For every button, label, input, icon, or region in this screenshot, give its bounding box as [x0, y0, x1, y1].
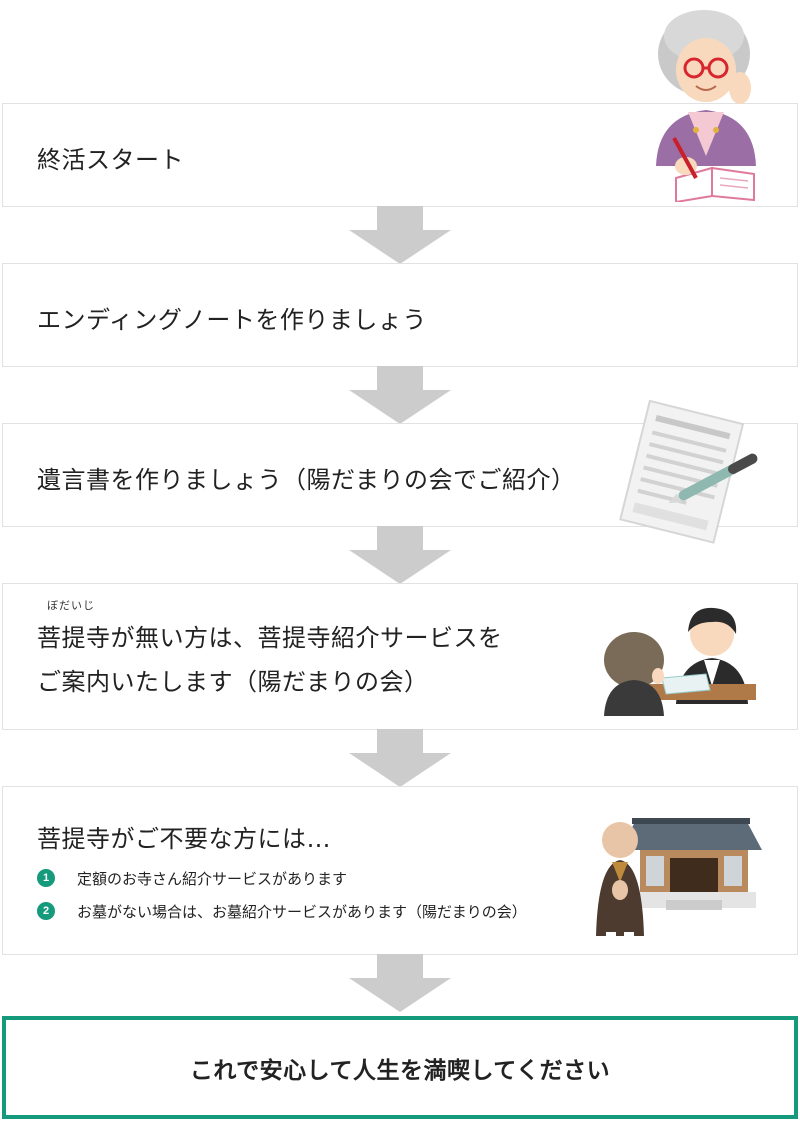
final-message-box: これで安心して人生を満喫してください	[2, 1016, 798, 1119]
monk-temple-icon	[596, 818, 762, 938]
step-will-label: 遺言書を作りましょう（陽だまりの会でご紹介）	[37, 466, 576, 494]
document-pen-icon	[619, 399, 758, 544]
list-item-text: 定額のお寺さん紹介サービスがあります	[77, 869, 348, 888]
step-family-temple: ぼだいじ 菩提寺が無い方は、菩提寺紹介サービスを ご案内いたします（陽だまりの会…	[2, 583, 798, 730]
list-item: 1 定額のお寺さん紹介サービスがあります	[37, 867, 347, 889]
step-ending-note: エンディングノートを作りましょう	[2, 263, 798, 367]
step-start-label: 終活スタート	[37, 146, 184, 174]
step-family-temple-line1: 菩提寺が無い方は、菩提寺紹介サービスを	[37, 624, 503, 652]
final-message: これで安心して人生を満喫してください	[189, 1057, 611, 1084]
step-ending-note-label: エンディングノートを作りましょう	[37, 306, 427, 334]
consultation-icon	[604, 607, 756, 716]
down-arrow-icon	[349, 729, 451, 787]
down-arrow-icon	[349, 366, 451, 424]
number-badge: 1	[37, 869, 55, 887]
down-arrow-icon	[349, 526, 451, 584]
down-arrow-icon	[349, 954, 451, 1012]
list-item: 2 お墓がない場合は、お墓紹介サービスがあります（陽だまりの会）	[37, 900, 527, 922]
elderly-woman-writing-icon	[656, 10, 756, 202]
step-family-temple-line2: ご案内いたします（陽だまりの会）	[37, 668, 429, 696]
list-item-text: お墓がない場合は、お墓紹介サービスがあります（陽だまりの会）	[77, 902, 527, 921]
furigana-bodaiji: ぼだいじ	[47, 599, 95, 612]
step-no-temple-label: 菩提寺がご不要な方には…	[37, 825, 331, 853]
down-arrow-icon	[349, 206, 451, 264]
number-badge: 2	[37, 902, 55, 920]
